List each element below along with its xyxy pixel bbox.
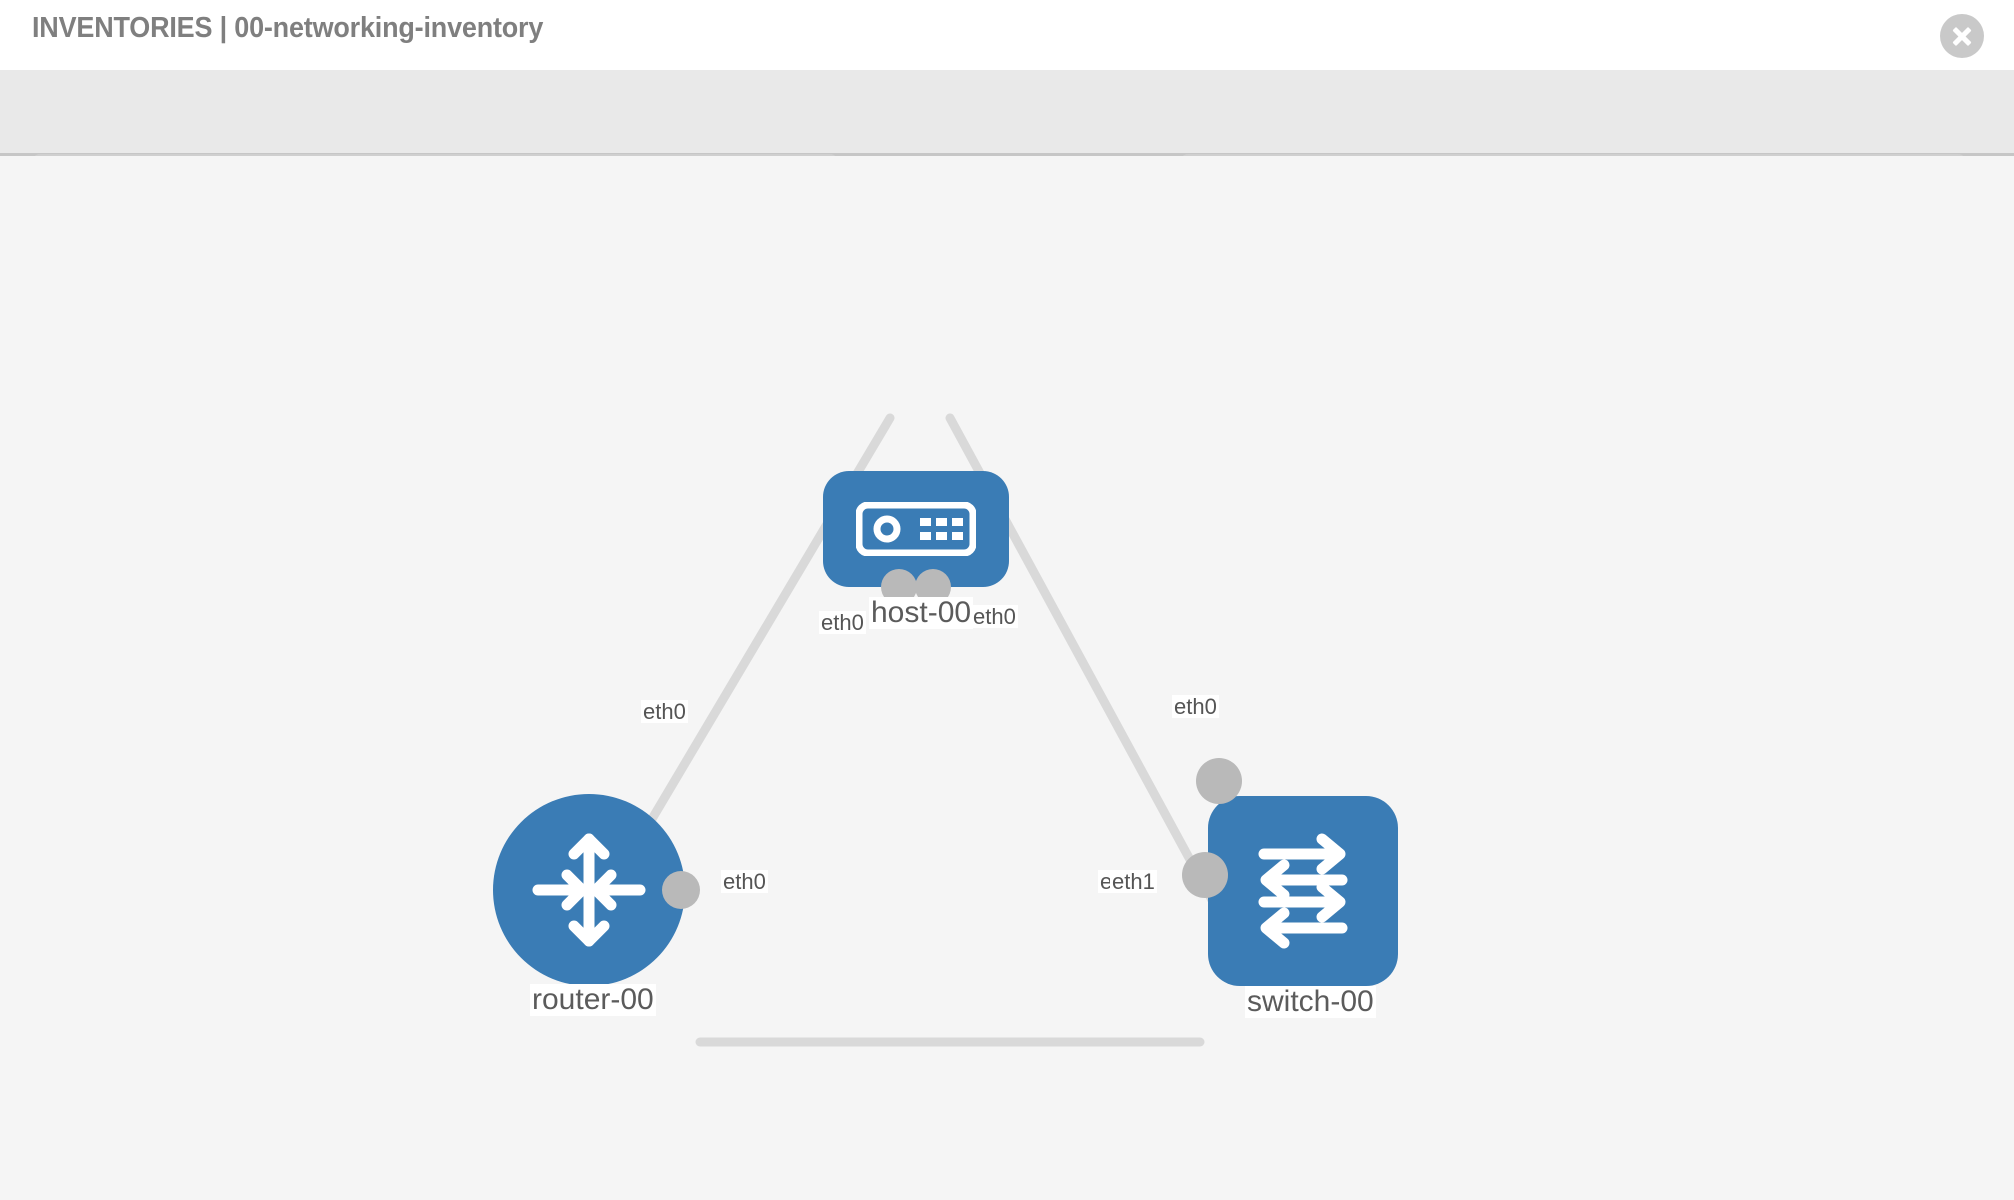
host-00-if-left: eth0 xyxy=(819,610,866,635)
node-switch-00[interactable]: switch-00 eth0 eth0 eth1 xyxy=(1098,695,1398,1018)
router-00-shape[interactable] xyxy=(493,794,685,986)
switch-00-if-left: eth1 xyxy=(1110,869,1157,894)
node-host-00[interactable]: host-00 eth0 eth0 xyxy=(819,471,1018,634)
switch-00-port-left[interactable] xyxy=(1182,852,1228,898)
router-arrows-icon xyxy=(532,833,646,947)
host-00-shape[interactable] xyxy=(823,471,1009,587)
topology-canvas[interactable]: host-00 eth0 eth0 xyxy=(0,156,2014,1200)
topology-links xyxy=(625,413,1243,1047)
router-00-if-up: eth0 xyxy=(641,699,688,724)
switch-00-shape[interactable] xyxy=(1208,796,1398,986)
router-00-label: router-00 xyxy=(530,983,656,1016)
host-00-if-right: eth0 xyxy=(971,604,1018,629)
toolbar: ACTIONS SEARCH xyxy=(0,70,2014,212)
server-icon xyxy=(856,502,976,556)
switch-00-port-top[interactable] xyxy=(1196,758,1242,804)
switch-00-label: switch-00 xyxy=(1245,985,1376,1018)
router-00-port-right[interactable] xyxy=(662,871,700,909)
host-00-label: host-00 xyxy=(869,596,974,629)
node-router-00[interactable]: router-00 eth0 eth0 xyxy=(493,700,768,1016)
router-00-if-right: eth0 xyxy=(721,869,768,894)
switch-00-if-up: eth0 xyxy=(1172,694,1219,719)
close-icon[interactable] xyxy=(1940,14,1984,58)
switch-arrows-icon xyxy=(1258,833,1348,949)
page-title: INVENTORIES | 00-networking-inventory xyxy=(32,12,544,44)
page-header: INVENTORIES | 00-networking-inventory xyxy=(0,0,2014,70)
